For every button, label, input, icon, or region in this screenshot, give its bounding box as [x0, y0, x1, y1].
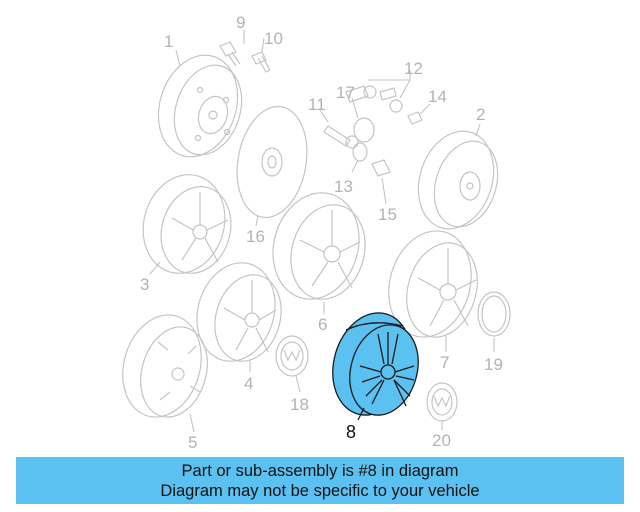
- callout-18: 18: [290, 395, 309, 414]
- valve-part-13[interactable]: [351, 142, 368, 173]
- valve-part-15[interactable]: [371, 159, 391, 205]
- callout-4: 4: [244, 374, 253, 393]
- wheel-part-6[interactable]: [261, 183, 376, 314]
- wheel-part-8-highlighted[interactable]: [321, 304, 428, 425]
- callout-17: 17: [336, 83, 355, 102]
- wheel-part-3[interactable]: [132, 165, 241, 283]
- callout-15: 15: [378, 205, 397, 224]
- cover-part-16[interactable]: [229, 101, 315, 227]
- ring-part-19[interactable]: [477, 291, 511, 352]
- callout-20: 20: [432, 431, 451, 450]
- wheel-part-7[interactable]: [377, 221, 488, 352]
- callout-11: 11: [308, 95, 326, 114]
- callout-6: 6: [318, 315, 327, 334]
- callout-10: 10: [264, 29, 283, 48]
- callout-2: 2: [476, 105, 485, 124]
- banner-line-1: Part or sub-assembly is #8 in diagram: [181, 461, 459, 480]
- hub-cap-part-20[interactable]: [426, 382, 458, 430]
- valve-part-10[interactable]: [251, 37, 271, 73]
- callout-13: 13: [334, 177, 353, 196]
- callout-12: 12: [404, 59, 423, 78]
- wheel-part-2[interactable]: [406, 121, 508, 238]
- callout-7: 7: [440, 353, 449, 372]
- wheel-part-1[interactable]: [146, 45, 253, 167]
- callout-19: 19: [484, 355, 503, 374]
- callout-3: 3: [140, 275, 149, 294]
- callout-16: 16: [246, 227, 265, 246]
- bolt-part-9[interactable]: [219, 30, 245, 67]
- bolt-part-12[interactable]: [368, 70, 411, 113]
- hub-cap-part-17[interactable]: [345, 85, 377, 143]
- callout-1: 1: [164, 32, 173, 51]
- hub-cap-part-18[interactable]: [275, 335, 309, 393]
- bolt-part-11[interactable]: [319, 109, 359, 149]
- info-banner: Part or sub-assembly is #8 in diagram Di…: [16, 457, 624, 504]
- bolt-part-14[interactable]: [407, 103, 431, 125]
- wheel-part-4[interactable]: [186, 253, 291, 372]
- callout-8: 8: [346, 422, 356, 442]
- callout-9: 9: [236, 13, 245, 32]
- wheel-part-5[interactable]: [111, 306, 217, 433]
- callout-14: 14: [428, 87, 447, 106]
- banner-line-2: Diagram may not be specific to your vehi…: [160, 481, 480, 500]
- callout-5: 5: [188, 433, 197, 452]
